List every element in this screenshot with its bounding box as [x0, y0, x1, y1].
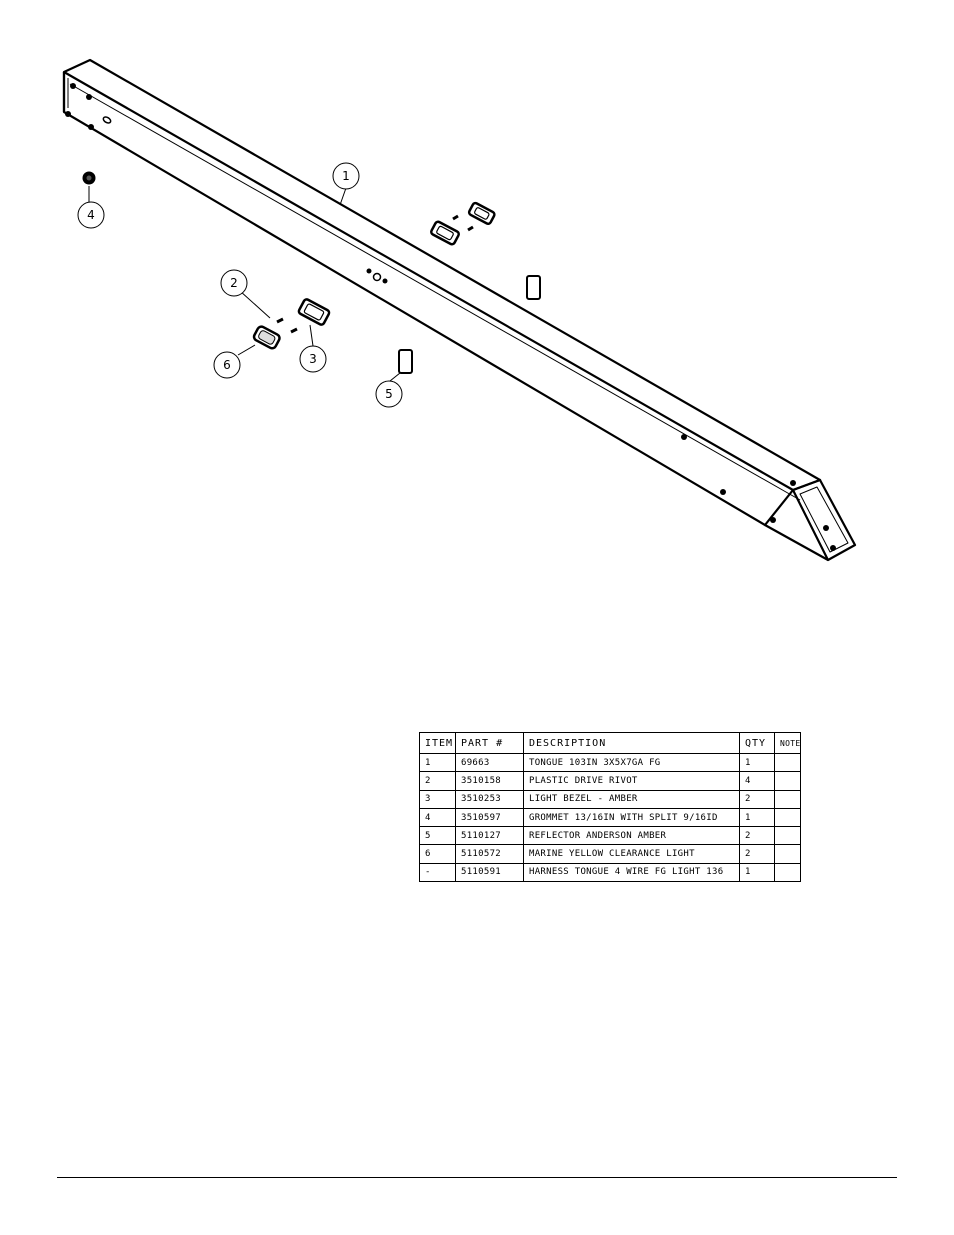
bom-cell-note [773, 789, 802, 809]
bom-header-qty: QTY [739, 732, 775, 754]
bom-cell-qty: 1 [739, 807, 775, 828]
bom-cell-item: 3 [419, 789, 456, 809]
callout-label: 5 [385, 387, 393, 401]
bom-header-row: ITEM PART # DESCRIPTION QTY NOTE [419, 732, 802, 754]
reflectors [398, 275, 541, 374]
bom-cell-item: 5 [419, 826, 456, 846]
bom-cell-qty: 4 [739, 771, 775, 791]
bom-cell-part: 69663 [455, 752, 524, 773]
bom-cell-item: 6 [419, 844, 456, 864]
bom-cell-note [773, 807, 802, 828]
tube-front-end [792, 478, 857, 562]
bom-cell-item: - [419, 862, 456, 883]
callout-label: 6 [223, 358, 231, 372]
bom-cell-qty: 2 [739, 844, 775, 864]
exploded-view-drawing: 1 2 3 4 5 6 [62, 58, 857, 562]
bill-of-materials-table: ITEM PART # DESCRIPTION QTY NOTE 1 69663… [419, 732, 802, 883]
tube-front-end-bottom [764, 524, 829, 561]
bom-cell-note [773, 771, 802, 791]
footer-divider [57, 1177, 897, 1178]
tube-front-end-inner [799, 486, 849, 553]
bom-cell-description: PLASTIC DRIVE RIVOT [523, 771, 740, 791]
tongue-tube [62, 58, 857, 562]
bom-cell-note [773, 752, 802, 773]
callout-leaders [88, 186, 401, 382]
callout-label: 4 [87, 208, 95, 222]
bom-cell-note [773, 826, 802, 846]
bom-header-note: NOTE [773, 732, 802, 754]
bom-cell-item: 1 [419, 752, 456, 773]
callout-balloon-6: 6 [213, 351, 241, 379]
bom-cell-description: HARNESS TONGUE 4 WIRE FG LIGHT 136 [523, 862, 740, 883]
bom-cell-description: REFLECTOR ANDERSON AMBER [523, 826, 740, 846]
table-row: 2 3510158 PLASTIC DRIVE RIVOT 4 [419, 771, 802, 791]
bom-cell-part: 5110572 [455, 844, 524, 864]
callout-balloon-2: 2 [220, 269, 248, 297]
bom-cell-part: 3510158 [455, 771, 524, 791]
table-row: 5 5110127 REFLECTOR ANDERSON AMBER 2 [419, 826, 802, 846]
tube-holes [65, 83, 836, 551]
upper-light-assembly [430, 201, 496, 246]
lower-light-assembly [252, 298, 331, 350]
table-row: 4 3510597 GROMMET 13/16IN WITH SPLIT 9/1… [419, 807, 802, 828]
bom-cell-part: 5110127 [455, 826, 524, 846]
callout-balloon-3: 3 [299, 345, 327, 373]
callout-balloon-5: 5 [375, 380, 403, 408]
bom-cell-note [773, 862, 802, 883]
bom-cell-description: GROMMET 13/16IN WITH SPLIT 9/16ID [523, 807, 740, 828]
bom-cell-part: 5110591 [455, 862, 524, 883]
bom-header-item: ITEM [419, 732, 456, 754]
bom-header-part: PART # [455, 732, 524, 754]
callout-balloons: 1 2 3 4 5 6 [77, 162, 403, 408]
table-row: - 5110591 HARNESS TONGUE 4 WIRE FG LIGHT… [419, 862, 802, 883]
bom-cell-note [773, 844, 802, 864]
callout-label: 3 [309, 352, 317, 366]
bom-cell-qty: 2 [739, 789, 775, 809]
table-row: 1 69663 TONGUE 103IN 3X5X7GA FG 1 [419, 752, 802, 773]
tube-inner-edge [69, 83, 801, 501]
bom-header-description: DESCRIPTION [523, 732, 740, 754]
grommet-part [82, 171, 96, 185]
bom-cell-item: 4 [419, 807, 456, 828]
bom-cell-description: LIGHT BEZEL - AMBER [523, 789, 740, 809]
bom-cell-description: TONGUE 103IN 3X5X7GA FG [523, 752, 740, 773]
bom-cell-part: 3510597 [455, 807, 524, 828]
callout-label: 1 [342, 169, 350, 183]
bom-cell-part: 3510253 [455, 789, 524, 809]
table-row: 6 5110572 MARINE YELLOW CLEARANCE LIGHT … [419, 844, 802, 864]
table-row: 3 3510253 LIGHT BEZEL - AMBER 2 [419, 789, 802, 809]
bom-cell-qty: 1 [739, 752, 775, 773]
bom-cell-description: MARINE YELLOW CLEARANCE LIGHT [523, 844, 740, 864]
bom-cell-qty: 1 [739, 862, 775, 883]
bom-cell-qty: 2 [739, 826, 775, 846]
callout-label: 2 [230, 276, 238, 290]
bom-cell-item: 2 [419, 771, 456, 791]
callout-balloon-4: 4 [77, 201, 105, 229]
callout-balloon-1: 1 [332, 162, 360, 190]
tube-top-face [62, 58, 822, 492]
tube-side-face [62, 72, 794, 527]
